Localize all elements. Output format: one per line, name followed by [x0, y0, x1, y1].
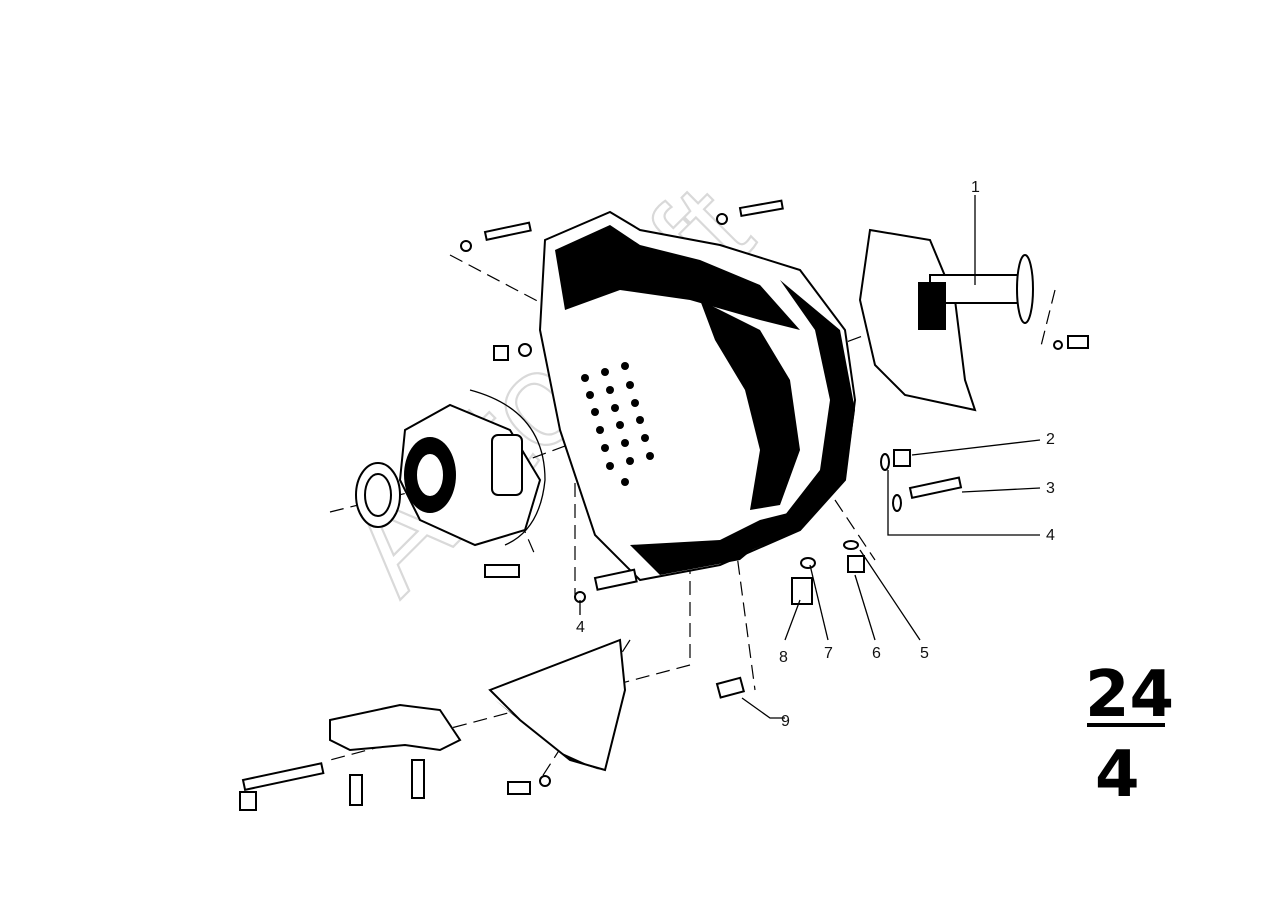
fasteners [239, 199, 1089, 811]
group-number: 24 4 [1085, 658, 1174, 812]
bolt-icon [484, 564, 520, 578]
callout-3: 3 [1046, 480, 1055, 497]
bolt-icon [716, 199, 784, 225]
bolt-icon [1053, 335, 1089, 350]
plug-icon [843, 540, 865, 573]
bolt-icon [460, 221, 532, 252]
bolt-icon [507, 775, 551, 795]
bolt-icon [239, 762, 325, 811]
callout-2: 2 [1046, 431, 1055, 448]
bearing-carrier-icon [355, 389, 546, 547]
drain-plug-icon [791, 557, 816, 605]
callout-8: 8 [779, 649, 788, 666]
dust-cover-icon [488, 638, 627, 772]
bolt-icon [349, 774, 363, 806]
leader-lines [579, 195, 1041, 719]
callout-7: 7 [824, 645, 833, 662]
housing-holes [581, 362, 654, 486]
group-number-top: 24 [1085, 658, 1174, 732]
bolt-icon [574, 568, 638, 603]
callout-4: 4 [1046, 527, 1055, 544]
dowel-sleeve-icon [715, 676, 746, 699]
nut-icon [493, 343, 532, 361]
mount-bracket-icon [329, 703, 462, 752]
callout-4-left: 4 [576, 619, 585, 636]
callout-6: 6 [872, 645, 881, 662]
bolt-icon [411, 759, 425, 799]
input-shaft-icon [858, 228, 1034, 412]
group-number-bottom: 4 [1095, 738, 1140, 812]
callout-1: 1 [971, 179, 980, 196]
bell-housing-icon [538, 210, 857, 582]
nut-icon [880, 449, 911, 471]
bolt-icon [892, 476, 963, 512]
callout-labels: 1 2 3 4 4 5 6 7 8 9 [576, 179, 1055, 730]
callout-5: 5 [920, 645, 929, 662]
callout-9: 9 [781, 713, 790, 730]
